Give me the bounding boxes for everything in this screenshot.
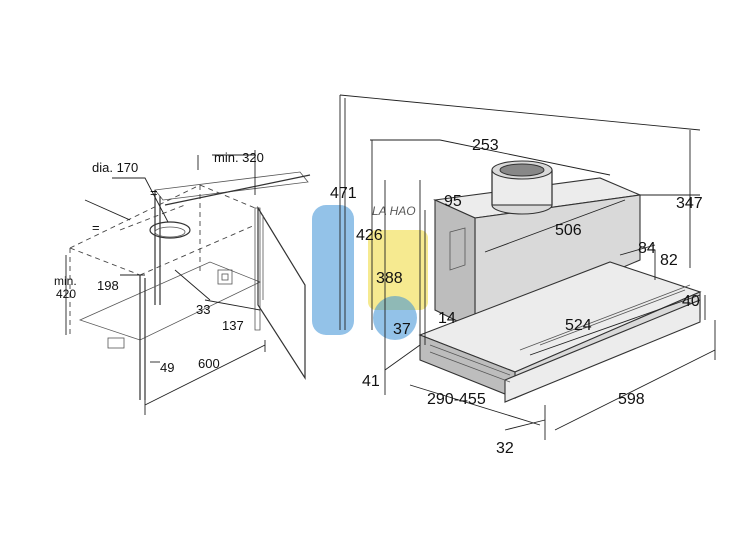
dim-471: 471 xyxy=(330,185,357,202)
side-bracket xyxy=(449,227,466,271)
dim-33: 33 xyxy=(196,302,210,317)
dim-32: 32 xyxy=(496,440,514,457)
dim-95: 95 xyxy=(444,193,462,210)
dim-37: 37 xyxy=(393,321,411,338)
dim-min-label: min. xyxy=(54,274,77,288)
dim-506: 506 xyxy=(555,222,582,239)
dim-524: 524 xyxy=(565,317,592,334)
visor-panel xyxy=(504,299,701,403)
dim-137: 137 xyxy=(222,318,244,333)
dim-198: 198 xyxy=(97,278,119,293)
dim-426: 426 xyxy=(356,227,383,244)
dim-253: 253 xyxy=(472,137,499,154)
dim-eq-left: = xyxy=(92,220,100,235)
dim-388: 388 xyxy=(376,270,403,287)
dim-598: 598 xyxy=(618,391,645,408)
dim-40: 40 xyxy=(682,293,700,310)
dim-84: 84 xyxy=(638,240,656,257)
mount-bracket xyxy=(217,269,233,285)
dim-600: 600 xyxy=(198,356,220,371)
dim-41: 41 xyxy=(362,373,380,390)
dim-dia-170: dia. 170 xyxy=(92,160,138,175)
dim-290-455: 290-455 xyxy=(427,391,486,408)
cabinet-view: dia. 170 = = min. 320 min. 420 198 33 13… xyxy=(54,150,311,415)
hood-view: 253 471 95 426 506 347 388 84 82 37 14 5… xyxy=(330,94,716,457)
dim-347: 347 xyxy=(676,195,703,212)
duct-hole xyxy=(149,221,191,239)
dim-49: 49 xyxy=(160,360,174,375)
mount-bracket xyxy=(107,337,125,349)
cabinet-door xyxy=(257,205,306,381)
dim-eq-top: = xyxy=(150,185,158,200)
dim-14: 14 xyxy=(438,310,456,327)
dim-min-320: min. 320 xyxy=(214,150,264,165)
watermark-text: LA HAO xyxy=(372,204,416,218)
dim-82: 82 xyxy=(660,252,678,269)
watermark-logo: LA HAO xyxy=(312,204,428,340)
dim-420: 420 xyxy=(56,287,76,301)
